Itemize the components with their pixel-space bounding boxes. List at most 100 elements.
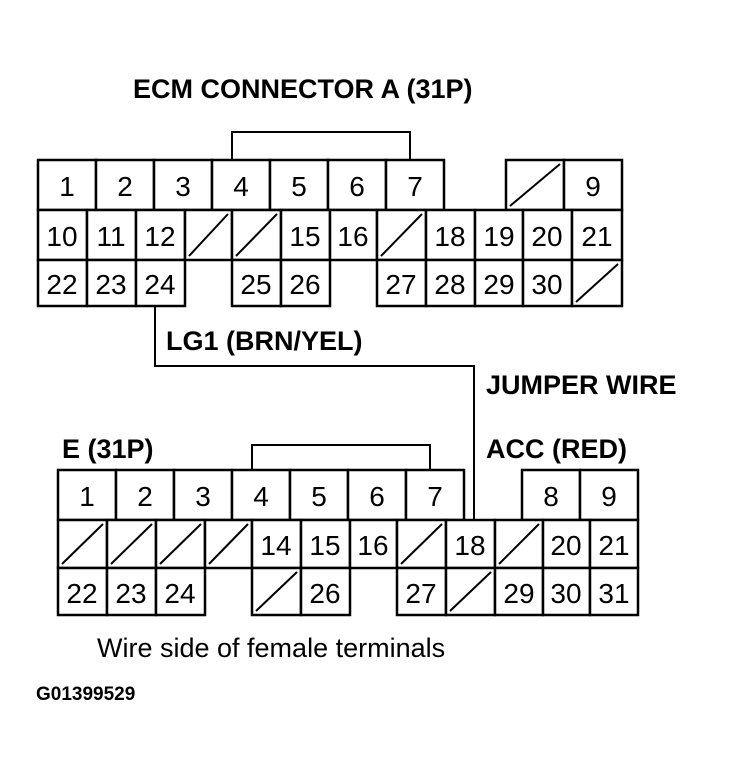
top-terminal-25-label: 25	[240, 269, 271, 300]
bottom-terminal-27	[395, 566, 448, 617]
bottom-terminal-7	[404, 468, 466, 522]
top-connector-title: ECM CONNECTOR A (31P)	[133, 74, 473, 104]
bottom-terminal-15	[299, 518, 352, 570]
bottom-terminal-21	[588, 518, 640, 570]
bottom-terminal-blank-10-slash	[61, 523, 104, 565]
top-terminal-3-label: 3	[175, 171, 191, 202]
bottom-connector-row-1: 1 2 3 4 5 6 7 8 9	[56, 468, 640, 522]
top-terminal-24-label: 24	[144, 269, 175, 300]
top-terminal-blank-13-slash	[188, 213, 229, 257]
top-terminal-16-label: 16	[337, 221, 368, 252]
top-connector-row-3: 22 23 24 25 26 27 28 29 30	[36, 258, 624, 308]
bottom-terminal-16-label: 16	[357, 530, 388, 561]
bottom-terminal-29-label: 29	[503, 578, 534, 609]
bottom-terminal-5-label: 5	[311, 481, 327, 512]
top-terminal-27-label: 27	[385, 269, 416, 300]
bottom-connector: 1 2 3 4 5 6 7 8 9	[56, 444, 640, 617]
bottom-terminal-9	[578, 468, 640, 522]
top-terminal-6-label: 6	[349, 171, 365, 202]
bottom-terminal-7-label: 7	[427, 481, 443, 512]
bottom-terminal-26-label: 26	[309, 578, 340, 609]
bottom-terminal-blank-11-slash	[110, 523, 153, 565]
top-connector: 1 2 3 4 5 6 7 9 10 11	[36, 131, 624, 308]
bottom-terminal-24-label: 24	[164, 578, 195, 609]
top-terminal-11	[85, 208, 138, 262]
top-connector-row-1: 1 2 3 4 5 6 7 9	[36, 158, 624, 212]
top-terminal-9-label: 9	[585, 171, 601, 202]
top-terminal-30	[521, 258, 574, 308]
top-terminal-10-label: 10	[46, 221, 77, 252]
top-terminal-18-label: 18	[434, 221, 465, 252]
bottom-terminal-31-label: 31	[598, 578, 629, 609]
top-terminal-19-label: 19	[483, 221, 514, 252]
bottom-terminal-23-label: 23	[115, 578, 146, 609]
bottom-terminal-26	[299, 566, 352, 617]
top-terminal-30-label: 30	[531, 269, 562, 300]
top-terminal-29-label: 29	[483, 269, 514, 300]
bottom-terminal-1-label: 1	[79, 481, 95, 512]
top-connector-row-2: 10 11 12 15 16 18 19 20 21	[36, 208, 624, 262]
top-terminal-29	[473, 258, 525, 308]
bottom-connector-title: E (31P)	[62, 434, 154, 464]
wire-label-lg1: LG1 (BRN/YEL)	[166, 326, 363, 356]
top-terminal-26	[279, 258, 332, 308]
bottom-terminal-20-label: 20	[550, 530, 581, 561]
bottom-terminal-2-label: 2	[137, 481, 153, 512]
top-terminal-28-label: 28	[434, 269, 465, 300]
top-terminal-blank-14-slash	[235, 213, 278, 257]
bottom-terminal-18-label: 18	[454, 530, 485, 561]
top-terminal-4-label: 4	[233, 171, 249, 202]
top-terminal-21-label: 21	[581, 221, 612, 252]
bottom-terminal-24	[154, 566, 207, 617]
wire-label-acc: ACC (RED)	[486, 434, 627, 464]
top-terminal-22-label: 22	[46, 269, 77, 300]
top-terminal-blank-31-slash	[575, 263, 619, 303]
top-terminal-blank-8-slash	[509, 163, 561, 207]
top-terminal-19	[473, 208, 525, 262]
bottom-terminal-8-label: 8	[543, 481, 559, 512]
bottom-connector-lock-tab	[251, 444, 431, 470]
bottom-terminal-blank-12-slash	[159, 523, 202, 565]
top-terminal-blank-17-slash	[380, 213, 423, 257]
top-terminal-22	[36, 258, 89, 308]
top-terminal-25	[230, 258, 283, 308]
top-connector-lock-tab	[231, 131, 411, 160]
top-terminal-24	[134, 258, 187, 308]
bottom-connector-row-3: 22 23 24 26 27 29 30 31	[56, 566, 640, 617]
top-terminal-20-label: 20	[531, 221, 562, 252]
bottom-terminal-20	[541, 518, 592, 570]
bottom-terminal-15-label: 15	[309, 530, 340, 561]
top-terminal-11-label: 11	[96, 221, 125, 252]
bottom-terminal-9-label: 9	[601, 481, 617, 512]
bottom-terminal-3-label: 3	[195, 481, 211, 512]
bottom-terminal-21-label: 21	[598, 530, 629, 561]
top-terminal-28	[424, 258, 477, 308]
bottom-terminal-27-label: 27	[405, 578, 436, 609]
figure-code: G01399529	[36, 684, 135, 705]
wire-label-jumper: JUMPER WIRE	[486, 370, 677, 400]
top-terminal-16	[328, 208, 379, 262]
top-terminal-26-label: 26	[289, 269, 320, 300]
top-terminal-23-label: 23	[95, 269, 126, 300]
top-terminal-15	[279, 208, 332, 262]
bottom-terminal-16	[348, 518, 399, 570]
bottom-terminal-30-label: 30	[550, 578, 581, 609]
top-terminal-15-label: 15	[289, 221, 320, 252]
top-terminal-1-label: 1	[59, 171, 75, 202]
bottom-terminal-31	[588, 566, 640, 617]
top-terminal-12-label: 12	[144, 221, 175, 252]
top-terminal-5-label: 5	[291, 171, 307, 202]
top-terminal-7-label: 7	[407, 171, 423, 202]
bottom-terminal-blank-28-slash	[449, 571, 492, 612]
jumper-wire	[154, 306, 475, 520]
bottom-terminal-23	[105, 566, 158, 617]
top-terminal-27	[375, 258, 428, 308]
bottom-terminal-6-label: 6	[369, 481, 385, 512]
bottom-terminal-blank-19-slash	[498, 523, 540, 565]
bottom-terminal-blank-25-slash	[255, 571, 298, 612]
bottom-terminal-blank-13-slash	[208, 523, 249, 565]
bottom-terminal-4-label: 4	[253, 481, 269, 512]
bottom-connector-row-2: 14 15 16 18 20 21	[56, 518, 640, 570]
bottom-terminal-5	[288, 468, 350, 522]
